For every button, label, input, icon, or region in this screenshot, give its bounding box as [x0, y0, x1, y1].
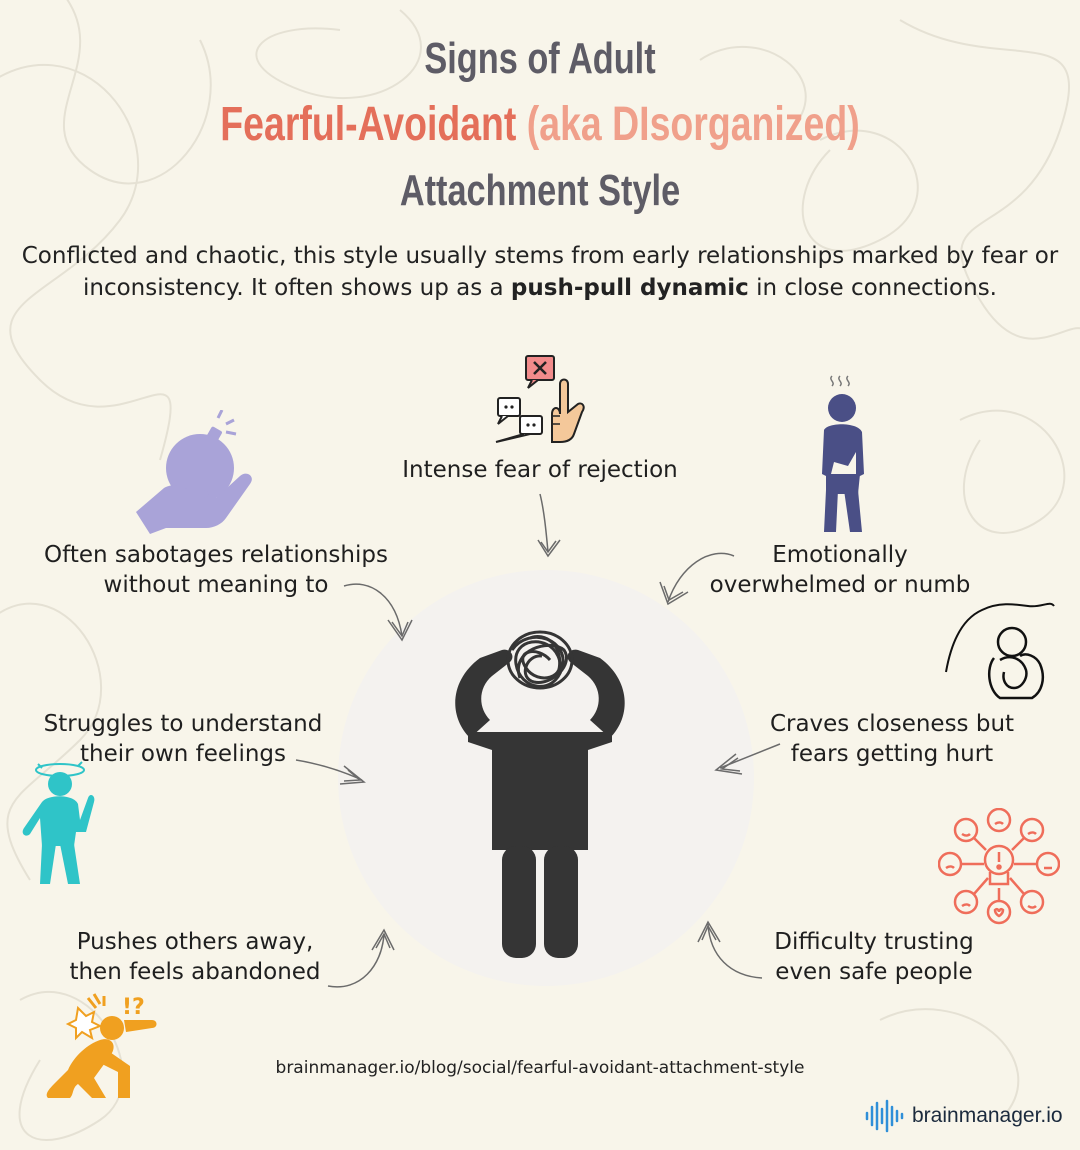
sign-struggles-line2: their own feelings: [79, 741, 286, 767]
sign-pushes-line1: Pushes others away,: [76, 929, 314, 955]
title-line-3: Attachment Style: [399, 166, 681, 215]
emotions-icon: [938, 808, 1060, 925]
intro-bold-phrase: push-pull dynamic: [510, 275, 749, 301]
arrow-top: [539, 493, 549, 553]
sign-sabotages-line2: without meaning to: [103, 572, 329, 598]
brand-name: brainmanager.io: [912, 1104, 1063, 1127]
sign-difficulty-trusting: Difficulty trusting even safe people: [756, 927, 992, 987]
title-line-1: Signs of Adult: [424, 34, 656, 83]
intro-text-after: in close connections.: [748, 275, 997, 301]
sign-sabotages: Often sabotages relationships without me…: [30, 540, 402, 600]
tangled-head-icon: [455, 630, 625, 958]
sign-trusting-line1: Difficulty trusting: [774, 929, 974, 955]
reject-chat-icon: [495, 355, 585, 443]
sign-craves-closeness: Craves closeness but fears getting hurt: [756, 709, 1028, 769]
arrow-struggles: [295, 759, 363, 781]
intro-paragraph: Conflicted and chaotic, this style usual…: [20, 240, 1060, 304]
title-alias: (aka DIsorganized): [526, 98, 860, 151]
arrow-trusting: [707, 923, 763, 979]
intro-text-before: Conflicted and chaotic, this style usual…: [21, 243, 1059, 301]
sign-sabotages-line1: Often sabotages relationships: [44, 542, 388, 568]
sign-craves-line1: Craves closeness but: [769, 711, 1015, 737]
sign-pushes-line2: then feels abandoned: [69, 959, 321, 985]
brainmanager-logo-icon: [865, 1099, 904, 1133]
title-line-2: Fearful-Avoidant (aka DIsorganized): [119, 97, 961, 152]
title-main-term: Fearful-Avoidant: [220, 98, 517, 151]
sign-fear-of-rejection-text: Intense fear of rejection: [402, 457, 678, 483]
stressed-person-icon: !?: [46, 993, 157, 1098]
bomb-hand-icon: [136, 410, 252, 534]
sign-trusting-line2: even safe people: [775, 959, 973, 985]
sign-pushes-away: Pushes others away, then feels abandoned: [50, 927, 340, 987]
sign-overwhelmed: Emotionally overwhelmed or numb: [700, 540, 980, 600]
sign-craves-line2: fears getting hurt: [790, 741, 994, 767]
source-url: brainmanager.io/blog/social/fearful-avoi…: [275, 1058, 805, 1078]
svg-text:!?: !?: [122, 995, 145, 1020]
arrow-overwhelmed: [667, 552, 735, 603]
sign-struggles: Struggles to understand their own feelin…: [30, 709, 336, 769]
sad-person-icon: [822, 375, 864, 532]
sign-struggles-line1: Struggles to understand: [43, 711, 323, 737]
brand-logo: brainmanager.io: [864, 1098, 1063, 1134]
arrow-sabotage: [343, 583, 403, 637]
sign-overwhelmed-line2: overwhelmed or numb: [709, 572, 971, 598]
hug-knees-icon: [945, 602, 1055, 700]
dizzy-person-icon: [22, 761, 95, 884]
arrow-pushes: [327, 933, 385, 988]
sign-overwhelmed-line1: Emotionally: [772, 542, 908, 568]
sign-fear-of-rejection: Intense fear of rejection: [380, 455, 700, 485]
